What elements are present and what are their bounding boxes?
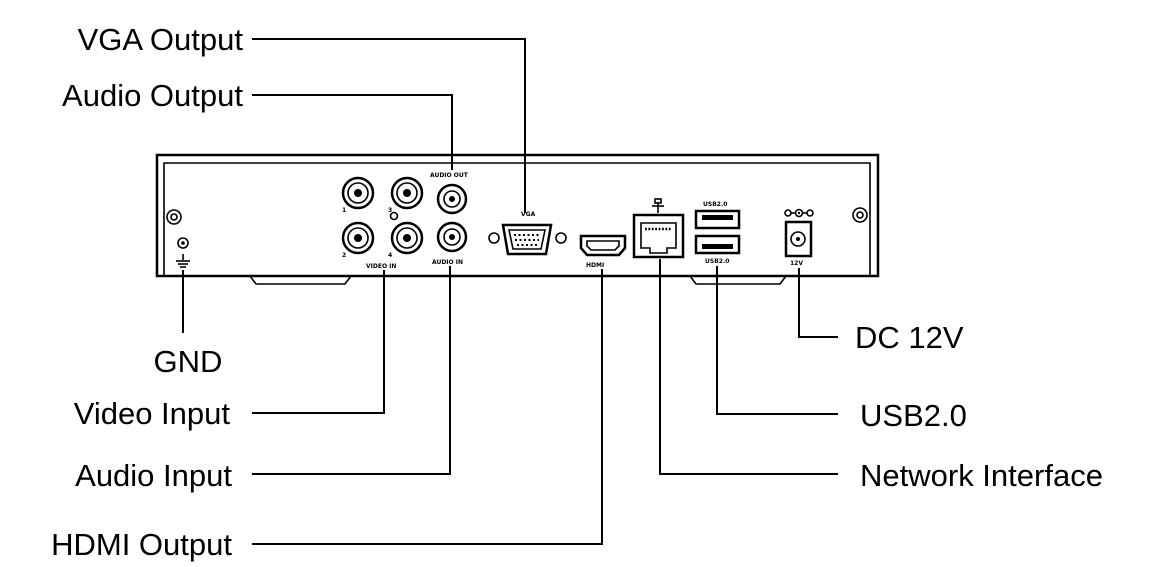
hdmi-port-icon bbox=[579, 234, 627, 257]
right-foot bbox=[689, 275, 787, 285]
bnc-connector-icon bbox=[390, 176, 424, 210]
usb-bottom-label: USB2.0 bbox=[705, 258, 729, 265]
chassis-outline bbox=[155, 153, 880, 278]
usb2-leader bbox=[716, 266, 838, 415]
bnc-label-3: 3 bbox=[388, 207, 392, 214]
vga-output-leader bbox=[252, 38, 526, 213]
vga-label: VGA bbox=[521, 211, 536, 218]
left-foot bbox=[249, 275, 352, 285]
callout-audio-output: Audio Output bbox=[62, 78, 243, 113]
dc-jack-icon bbox=[784, 220, 813, 258]
leader-lines bbox=[182, 38, 838, 545]
vga-port-icon bbox=[488, 223, 567, 256]
video-in-label: VIDEO IN bbox=[366, 263, 396, 270]
audio-out-label: AUDIO OUT bbox=[430, 172, 469, 179]
bnc-label-1: 1 bbox=[342, 207, 346, 214]
bnc-connector-icon bbox=[390, 221, 424, 255]
audio-output-leader bbox=[252, 94, 453, 170]
device-body bbox=[155, 153, 880, 285]
audio-input-leader bbox=[252, 266, 451, 475]
dc-label: 12V bbox=[790, 260, 803, 267]
callout-usb2: USB2.0 bbox=[860, 398, 967, 433]
ethernet-port-icon bbox=[632, 213, 685, 259]
callout-vga-output: VGA Output bbox=[78, 22, 244, 57]
callout-audio-input: Audio Input bbox=[75, 458, 232, 493]
usb-top-label: USB2.0 bbox=[703, 201, 727, 208]
bnc-connector-icon bbox=[341, 221, 375, 255]
bnc-connector-icon bbox=[341, 176, 375, 210]
callout-hdmi-output: HDMI Output bbox=[51, 527, 232, 562]
callout-dc-12v: DC 12V bbox=[855, 320, 964, 355]
bnc-label-2: 2 bbox=[342, 252, 346, 259]
hdmi-label: HDMI bbox=[586, 262, 604, 269]
network-icon bbox=[652, 198, 664, 213]
rca-connector-icon bbox=[436, 183, 468, 215]
screw-icon bbox=[852, 207, 868, 223]
ground-icon bbox=[176, 254, 190, 268]
gnd-terminal bbox=[176, 237, 190, 268]
callout-network-interface: Network Interface bbox=[860, 458, 1103, 493]
usb-port-icon bbox=[694, 209, 741, 230]
usb-port-icon bbox=[694, 234, 741, 255]
polarity-icon bbox=[784, 208, 814, 218]
video-input-leader bbox=[252, 270, 385, 414]
hdmi-output-leader bbox=[252, 269, 603, 545]
network-interface-leader bbox=[659, 259, 838, 475]
chassis-bevel bbox=[163, 162, 871, 276]
rca-connector-icon bbox=[436, 221, 468, 253]
audio-in-label: AUDIO IN bbox=[432, 259, 463, 266]
bnc-center-mark bbox=[389, 211, 399, 221]
dc-12v-leader bbox=[798, 268, 838, 338]
callout-gnd: GND bbox=[154, 344, 223, 379]
screw-icon bbox=[166, 209, 182, 225]
callout-video-input: Video Input bbox=[74, 396, 231, 431]
bnc-label-4: 4 bbox=[388, 252, 392, 259]
